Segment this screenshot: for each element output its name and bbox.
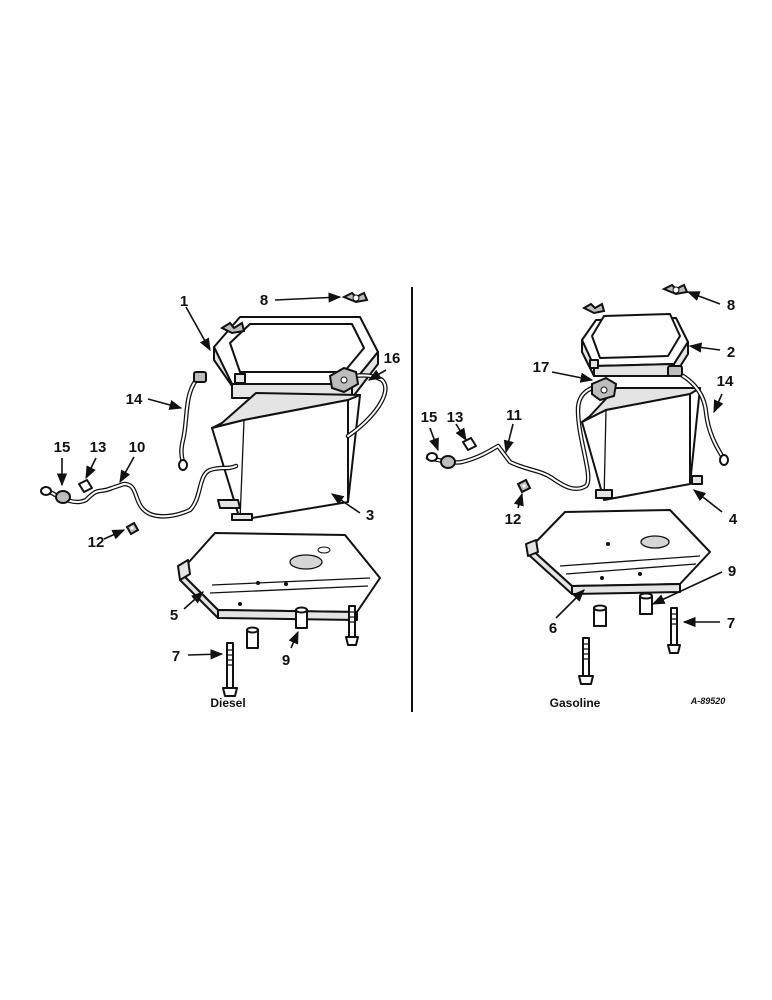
spacer — [295, 606, 308, 629]
callout-leader — [455, 423, 467, 442]
bolt — [345, 605, 359, 646]
battery-box — [581, 387, 703, 501]
callout-leader — [367, 369, 387, 381]
callout-leader — [713, 393, 724, 414]
callout-leader — [330, 493, 361, 514]
callout-15: 15 — [54, 439, 71, 456]
cable-terminal-clamp — [591, 376, 618, 402]
callout-1: 1 — [180, 293, 188, 310]
callout-10: 10 — [129, 439, 146, 456]
diesel-assembly: 1 8 16 14 3 15 13 10 12 5 7 9 Diesel — [40, 291, 401, 710]
callout-9: 9 — [728, 563, 736, 580]
callout-leader — [183, 591, 204, 610]
callout-leader — [688, 342, 721, 353]
ground-cable — [178, 371, 207, 471]
gasoline-assembly: 8 2 17 14 4 15 13 11 12 9 6 7 Gasoline A… — [421, 283, 738, 710]
callout-leader — [686, 291, 721, 305]
callout-leader — [288, 630, 299, 649]
battery-cover — [213, 316, 379, 399]
battery-cable — [425, 383, 603, 491]
callout-14: 14 — [126, 391, 143, 408]
wing-nut — [661, 283, 689, 296]
callout-7: 7 — [727, 615, 735, 632]
callout-13: 13 — [90, 439, 107, 456]
callout-leader — [119, 456, 135, 484]
callout-leader — [147, 398, 183, 410]
mounting-plate — [525, 509, 711, 595]
wing-nut — [219, 321, 246, 335]
cable-terminal-clamp — [328, 366, 360, 394]
spacer — [593, 604, 607, 627]
cable-clamp — [125, 521, 140, 536]
callout-11: 11 — [506, 407, 522, 424]
ground-cable — [667, 365, 729, 466]
callout-9: 9 — [282, 652, 290, 669]
cable-terminal — [426, 452, 456, 469]
cable-clamp — [516, 478, 532, 494]
drawing-number: A-89520 — [690, 696, 726, 706]
callout-leader — [555, 589, 585, 619]
callout-4: 4 — [729, 511, 738, 528]
callout-12: 12 — [505, 511, 522, 528]
bolt — [222, 642, 238, 697]
callout-16: 16 — [384, 350, 401, 367]
gasoline-caption: Gasoline — [550, 696, 601, 710]
bolt — [578, 637, 594, 685]
cable-clip — [78, 479, 93, 493]
callout-5: 5 — [170, 607, 178, 624]
callout-2: 2 — [727, 344, 735, 361]
bolt — [667, 607, 681, 654]
callout-leader — [503, 423, 514, 454]
callout-leader — [651, 571, 723, 605]
callout-8: 8 — [727, 297, 735, 314]
spacer — [639, 592, 653, 615]
callout-leader — [274, 292, 342, 303]
battery-box — [211, 392, 361, 521]
wing-nut — [581, 302, 606, 315]
callout-6: 6 — [549, 620, 557, 637]
callout-leader — [103, 529, 126, 540]
callout-8: 8 — [260, 292, 268, 309]
diesel-caption: Diesel — [210, 696, 245, 710]
callout-14: 14 — [717, 373, 734, 390]
callout-12: 12 — [88, 534, 105, 551]
callout-17: 17 — [533, 359, 550, 376]
callout-leader — [551, 371, 594, 383]
callout-leader — [429, 427, 439, 452]
callout-15: 15 — [421, 409, 438, 426]
cable-terminal — [40, 486, 71, 504]
callout-13: 13 — [447, 409, 464, 426]
callout-3: 3 — [366, 507, 374, 524]
callout-7: 7 — [172, 648, 180, 665]
callout-leader — [85, 457, 97, 480]
callout-leader — [187, 649, 224, 660]
wing-nut — [341, 291, 369, 304]
callout-leader — [692, 489, 723, 513]
callout-leader — [513, 492, 524, 509]
callout-leader — [185, 306, 211, 352]
spacer — [246, 626, 259, 649]
mounting-plate — [177, 532, 381, 621]
